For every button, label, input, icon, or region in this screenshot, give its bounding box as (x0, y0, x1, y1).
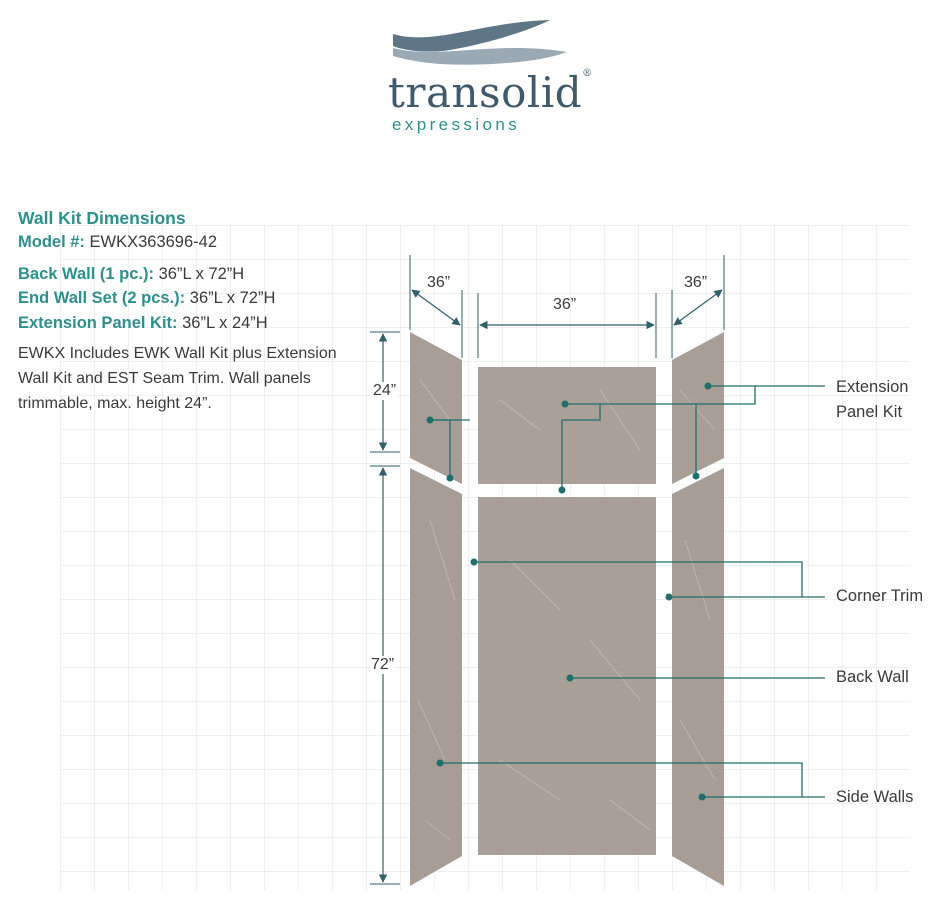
right-width-label: 36” (684, 274, 708, 291)
side-walls-label: Side Walls (836, 788, 914, 806)
extension-label-line2: Panel Kit (836, 403, 903, 421)
left-width-arrow (411, 289, 461, 326)
corner-trim-label: Corner Trim (836, 587, 924, 605)
upper-height-label: 24” (372, 382, 398, 400)
extension-label-line1: Extension (836, 378, 909, 396)
callout-lines (430, 385, 825, 798)
brand-name: transolid® (388, 68, 593, 117)
end-wall-value: 36”L x 72”H (189, 289, 276, 307)
brand-tagline: expressions (392, 115, 521, 134)
model-label: Model #: (18, 233, 85, 251)
model-value: EWKX363696-42 (89, 233, 218, 251)
logo-wave-light (393, 48, 567, 65)
kit-description: EWKX Includes EWK Wall Kit plus Extensio… (18, 345, 337, 412)
right-extension-panel (672, 332, 724, 484)
ext-panel-value: 36”L x 24”H (182, 313, 268, 332)
right-side-wall (672, 468, 724, 886)
back-wall-label: Back Wall (1 pc.): (18, 264, 155, 283)
lower-height-label: 72” (370, 656, 396, 674)
left-side-wall (410, 468, 462, 886)
back-wall-value: 36”L x 72”H (158, 264, 245, 283)
callout-dots (426, 382, 712, 801)
right-width-arrow (673, 289, 723, 326)
left-width-label: 36” (427, 274, 451, 291)
end-wall-line: End Wall Set (2 pcs.): 36”L x 72”H (18, 286, 378, 311)
center-width-label: 36” (553, 296, 577, 313)
back-wall-line: Back Wall (1 pc.): 36”L x 72”H (18, 262, 378, 287)
back-extension-panel (478, 367, 656, 484)
ext-panel-line: Extension Panel Kit: 36”L x 24”H (18, 311, 378, 336)
logo-wave-dark (393, 20, 550, 52)
model-line: Model #: EWKX363696-42 (18, 230, 378, 255)
end-wall-label: End Wall Set (2 pcs.): (18, 289, 186, 307)
info-heading: Wall Kit Dimensions (18, 208, 186, 228)
left-extension-panel (410, 332, 462, 484)
marble-veins (417, 379, 716, 841)
back-wall-label-callout: Back Wall (836, 668, 909, 686)
transolid-logo (393, 20, 567, 65)
back-wall-panel (478, 497, 656, 855)
ext-panel-label: Extension Panel Kit: (18, 313, 178, 332)
info-block: Wall Kit Dimensions Model #: EWKX363696-… (18, 206, 378, 416)
extension-panel-kit-label: Extension Panel Kit (836, 375, 908, 425)
